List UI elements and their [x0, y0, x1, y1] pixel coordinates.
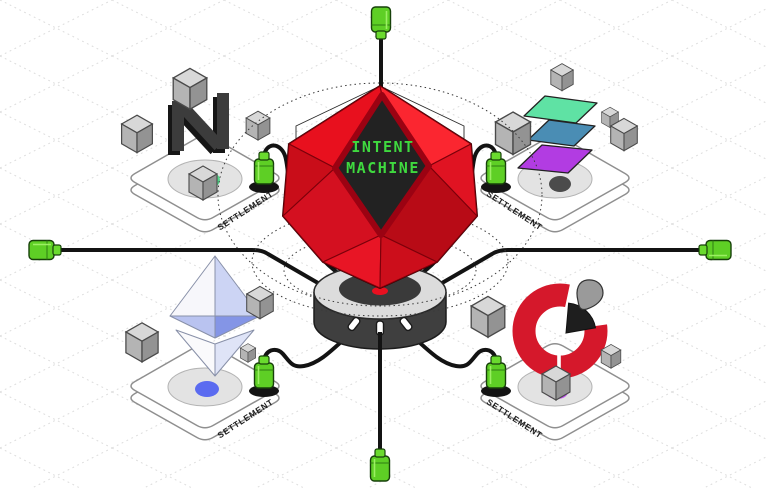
cube-near-pie — [600, 344, 622, 369]
ethereum-accent-dot — [195, 381, 219, 397]
pie-cable — [406, 330, 498, 369]
pie-chart-logo — [512, 279, 612, 383]
machine-screen-face — [332, 92, 432, 238]
cube — [125, 322, 159, 363]
solana-accent-dot — [549, 176, 571, 192]
cube — [239, 343, 257, 363]
cube-on-pie-disc — [541, 365, 571, 401]
cube — [550, 63, 574, 92]
machine-screen-line1: INTENT — [351, 138, 414, 156]
left-cable — [56, 248, 320, 285]
cube-near-solana — [494, 111, 532, 156]
ethereum-cable — [262, 330, 354, 369]
right-cable — [440, 248, 704, 285]
machine-base-drum — [313, 264, 447, 350]
near-logo — [168, 93, 229, 155]
cube — [470, 295, 506, 338]
cube — [245, 110, 271, 141]
orbit-ring-mid — [251, 207, 509, 317]
intent-machine-icosahedron: INTENT MACHINE — [282, 85, 478, 289]
base-ports — [347, 316, 413, 336]
cube — [246, 285, 274, 320]
machine-screen-line2: MACHINE — [346, 159, 420, 177]
pie-gray-fin — [576, 279, 604, 311]
main-cables — [56, 248, 704, 285]
cube-near-solana-right — [610, 117, 638, 152]
port-right — [399, 316, 413, 332]
plugs — [28, 6, 732, 482]
pie-black-wedge — [565, 302, 597, 334]
base-red-dot — [372, 287, 388, 295]
orbit-ring-small — [283, 233, 477, 307]
cube — [120, 114, 154, 154]
ethereum-logo — [169, 255, 261, 377]
cube-on-near-disc — [188, 165, 218, 201]
port-left — [347, 316, 361, 332]
cube — [172, 67, 208, 110]
